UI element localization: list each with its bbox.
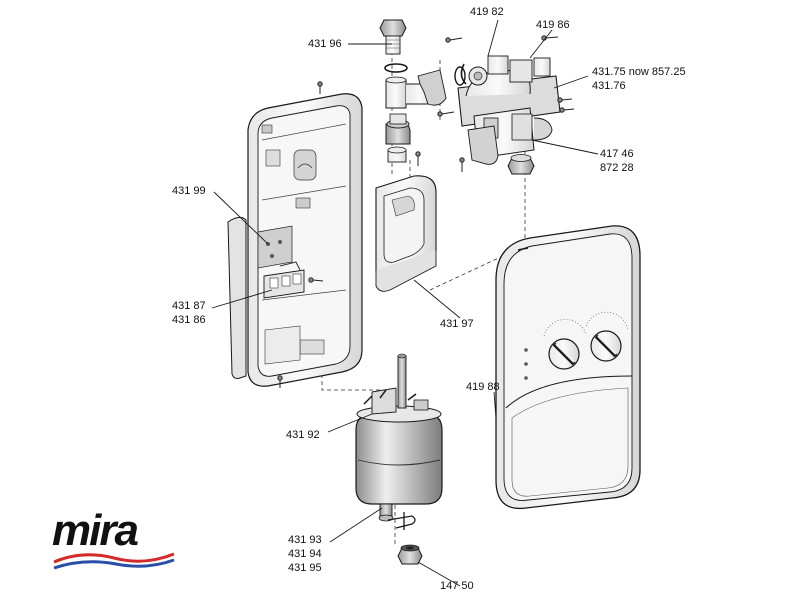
label-431-93: 431 93: [288, 534, 322, 546]
label-872-28: 872 28: [600, 162, 634, 174]
label-431-97: 431 97: [440, 318, 474, 330]
label-419-82: 419 82: [470, 6, 504, 18]
label-431-75: 431.75 now 857.25: [592, 66, 686, 78]
label-431-87: 431 87: [172, 300, 206, 312]
label-431-86: 431 86: [172, 314, 206, 326]
inlet-stack: [379, 19, 447, 163]
label-431-95: 431 95: [288, 562, 322, 574]
front-cover: [495, 225, 641, 510]
back-case: [227, 81, 363, 388]
label-431-92: 431 92: [286, 429, 320, 441]
label-431-94: 431 94: [288, 548, 322, 560]
shroud: [375, 175, 437, 292]
label-419-86: 419 86: [536, 19, 570, 31]
logo-wordmark: mira: [52, 506, 139, 555]
label-419-88: 419 88: [466, 381, 500, 393]
label-431-96: 431 96: [308, 38, 342, 50]
valve-assembly: [415, 35, 575, 175]
label-417-46: 417 46: [600, 148, 634, 160]
label-431-76: 431.76: [592, 80, 626, 92]
label-431-99: 431 99: [172, 185, 206, 197]
spray-nut: [397, 544, 423, 565]
mira-logo: mira: [52, 506, 177, 570]
label-147-50: 147 50: [440, 580, 474, 592]
heater-tank: [355, 353, 443, 530]
logo-wave-icon: [53, 552, 175, 570]
leader-lines: [211, 19, 599, 587]
